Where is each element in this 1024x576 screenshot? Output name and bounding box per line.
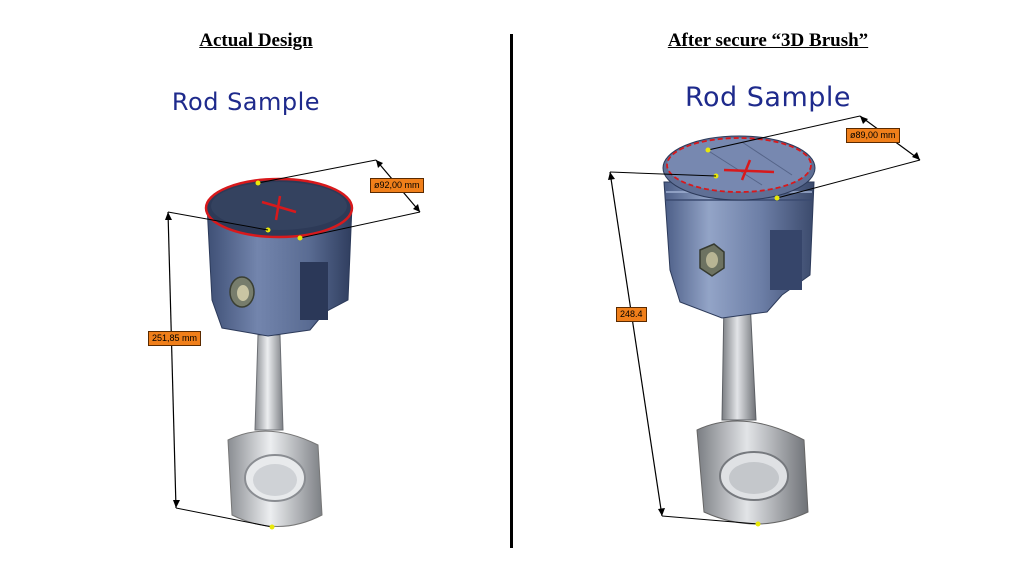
after-3d-brush-heading: After secure “3D Brush” (667, 30, 869, 51)
rod-sample-title-left: Rod Sample (171, 88, 321, 116)
actual-design-panel: Actual Design Rod Sample (148, 30, 424, 530)
piston-rod-illustration-right (608, 115, 921, 527)
length-label-left: 251,85 mm (148, 331, 202, 346)
piston-rod-illustration-left (165, 159, 421, 530)
after-3d-brush-panel: After secure “3D Brush” Rod Sample (512, 0, 1024, 576)
length-label-right: 248.4 (616, 307, 647, 322)
actual-design-heading: Actual Design (199, 30, 313, 51)
panel-divider (510, 34, 513, 548)
diameter-label-right: ø89,00 mm (846, 128, 900, 143)
diameter-label-left: ø92,00 mm (370, 178, 424, 193)
rod-sample-title-right: Rod Sample (684, 82, 852, 113)
